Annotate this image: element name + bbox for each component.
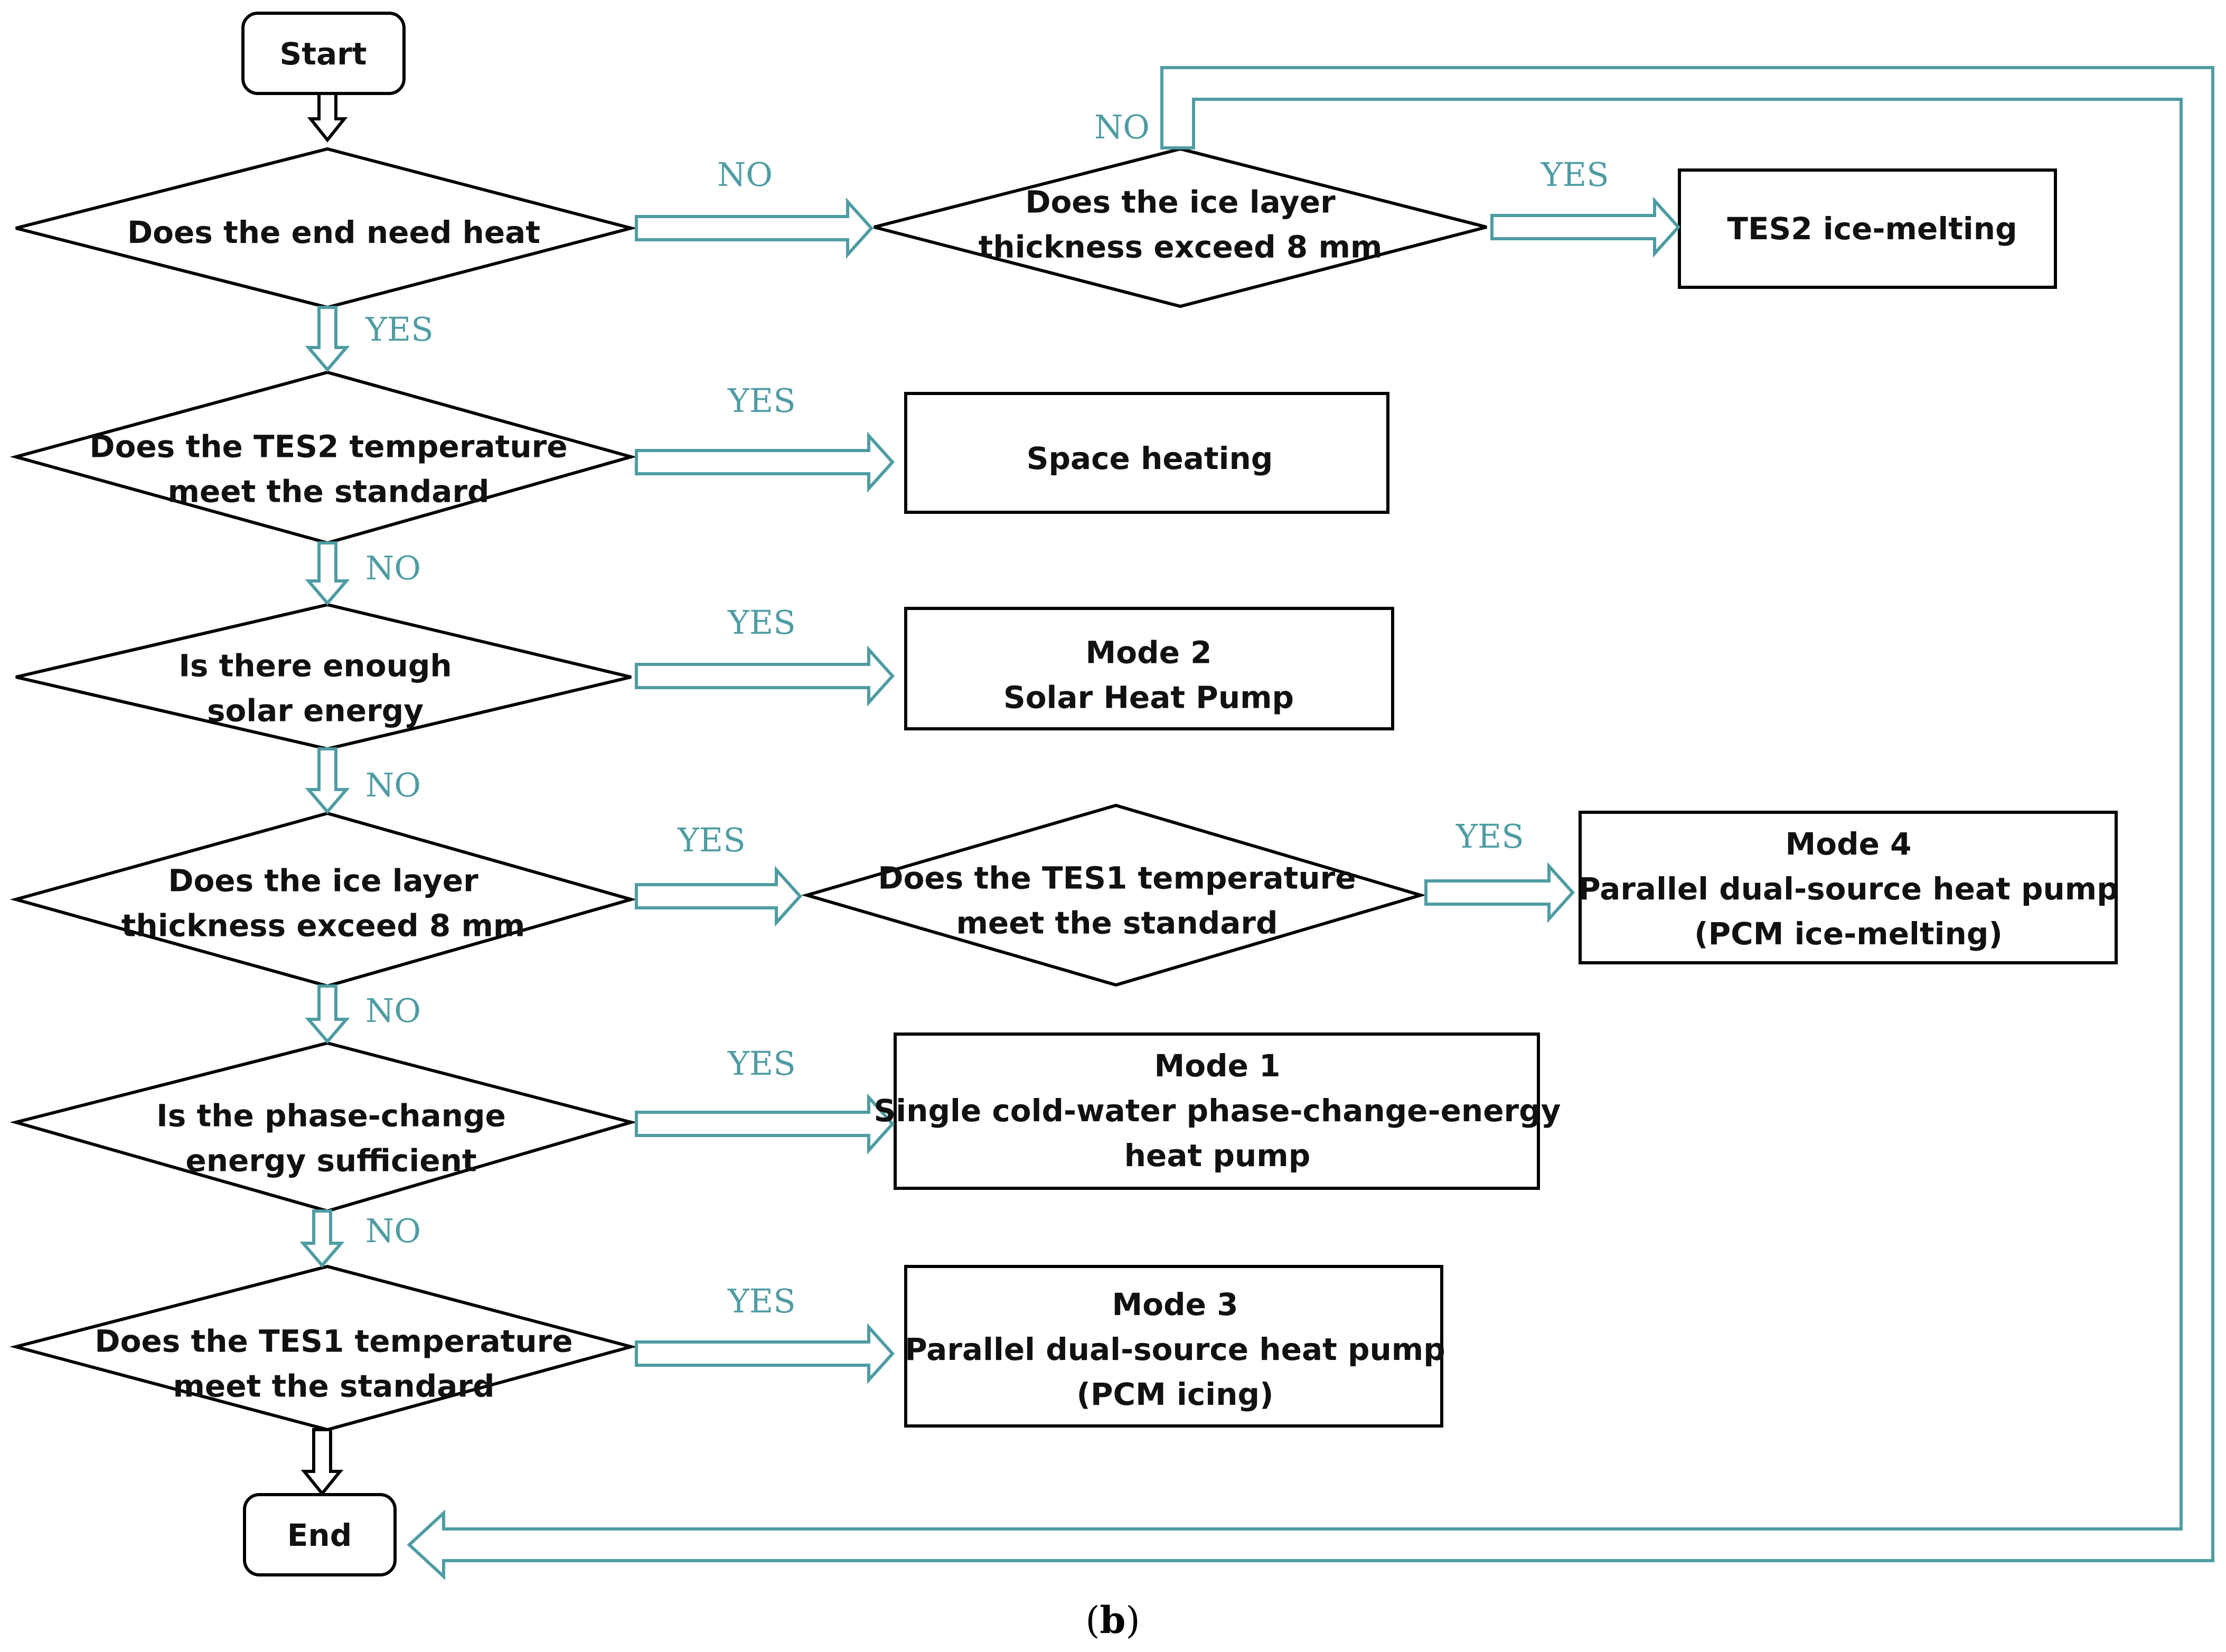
arrow-start-to-d1 [307,92,348,143]
d8-line-0: Does the TES1 temperature [878,860,1356,896]
arrow-d7-yes [1490,196,1681,258]
d2-line-1: meet the standard [167,474,489,510]
p_mode2-line-0: Mode 2 [1086,635,1212,671]
end-terminal [243,1493,397,1576]
p_mode4-text: Mode 4 Parallel dual-source heat pump (PCM… [1578,826,2119,952]
d3-text: Is there enough solar energy [179,648,452,729]
d5-line-1: energy sufficient [185,1143,476,1179]
process-tes2-ice-melting [1678,168,2057,289]
edge-label-d2-no: NO [365,549,421,587]
p_mode3-line-0: Mode 3 [1112,1287,1238,1322]
arrow-d3-to-d4 [305,747,350,814]
p_mode4-line-0: Mode 4 [1786,826,1912,862]
d2-text: Does the TES2 temperature meet the standa… [89,429,567,510]
edge-label-d7-no: NO [1094,108,1150,146]
arrow-d1-to-d2 [305,306,350,372]
arrow-d2-yes [635,431,895,493]
d3-line-1: solar energy [207,693,424,729]
d7-text: Does the ice layer thickness exceed 8 mm [979,184,1383,265]
d4-line-0: Does the ice layer [168,863,478,899]
decision-solar-energy [15,603,632,751]
caption-close: ) [1125,1599,1140,1642]
p_mode1-line-2: heat pump [1124,1138,1310,1174]
d7-line-1: thickness exceed 8 mm [979,229,1383,265]
arrow-d3-yes [635,645,895,707]
edge-label-d1-yes: YES [365,310,434,349]
edge-label-d3-yes: YES [727,603,796,642]
decision-phase-change-energy [10,1041,637,1213]
p_tes2-text: TES2 ice-melting [1727,211,2017,247]
figure-caption: (b) [1085,1598,1140,1642]
edge-label-d4-yes: YES [677,821,746,859]
caption-open: ( [1085,1599,1100,1642]
p_mode3-line-2: (PCM icing) [1077,1376,1274,1412]
decision-tes2-temperature [10,370,637,545]
d7-line-0: Does the ice layer [1025,184,1336,220]
arrow-d5-to-d6 [299,1209,345,1268]
d6-text: Does the TES1 temperature meet the standa… [95,1324,572,1404]
d3-line-0: Is there enough [179,648,452,684]
edge-label-d2-yes: YES [727,381,796,420]
process-space-heating [904,392,1389,514]
decision-ice-layer-top [874,147,1487,308]
caption-letter: b [1100,1598,1126,1642]
p_mode3-line-1: Parallel dual-source heat pump [905,1331,1445,1367]
d5-line-0: Is the phase-change [156,1098,506,1134]
decision-tes1-temperature-left [10,1264,637,1432]
end-line-0: End [287,1517,352,1553]
arrow-d6-to-end [300,1428,344,1496]
d2-line-0: Does the TES2 temperature [89,429,567,465]
d1-text: Does the end need heat [127,214,540,250]
d8-text: Does the TES1 temperature meet the standa… [878,860,1356,941]
decision-ice-layer-left [10,811,637,988]
process-mode3 [904,1265,1443,1428]
arrow-loop-to-end [407,66,2214,1580]
d4-line-1: thickness exceed 8 mm [121,908,525,944]
p_space-text: Space heating [1027,440,1273,476]
p_tes2-line-0: TES2 ice-melting [1727,211,2017,247]
arrow-d5-yes [635,1093,895,1154]
edge-label-d7-yes: YES [1541,155,1609,194]
p_space-line-0: Space heating [1027,440,1273,476]
edge-label-d5-no: NO [365,1212,421,1250]
decision-tes1-temperature-right [801,803,1426,987]
edge-label-d4-no: NO [365,991,421,1030]
decision-end-need-heat [15,147,637,309]
arrows-group [299,66,2214,1580]
p_mode2-text: Mode 2 Solar Heat Pump [1003,635,1294,716]
d1-line-0: Does the end need heat [127,214,540,250]
p_mode1-text: Mode 1 Single cold-water phase-change-ene… [874,1048,1561,1174]
arrow-d4-yes [635,866,803,927]
end-text: End [287,1517,352,1553]
arrow-d1-no [635,198,874,259]
edge-label-d6-yes: YES [727,1282,796,1320]
d6-line-0: Does the TES1 temperature [95,1324,572,1359]
arrow-d8-yes [1424,862,1575,923]
arrow-d4-to-d5 [305,984,350,1044]
edge-label-d8-yes: YES [1455,817,1524,856]
process-mode1 [894,1032,1540,1190]
p_mode4-line-1: Parallel dual-source heat pump [1578,871,2119,907]
edge-label-d1-no: NO [717,155,773,194]
process-mode2 [904,607,1394,730]
p_mode1-line-0: Mode 1 [1154,1048,1281,1084]
arrow-d6-yes [635,1323,895,1384]
p_mode2-line-1: Solar Heat Pump [1003,680,1294,716]
edge-label-d3-no: NO [365,766,421,804]
process-mode4 [1579,811,2118,964]
d6-line-1: meet the standard [173,1368,494,1404]
start-text: Start [280,36,367,72]
p_mode1-line-1: Single cold-water phase-change-energy [874,1093,1561,1129]
arrow-d2-to-d3 [305,541,350,606]
d5-text: Is the phase-change energy sufficient [156,1098,506,1179]
p_mode3-text: Mode 3 Parallel dual-source heat pump (PCM… [905,1287,1445,1412]
p_mode4-line-2: (PCM ice-melting) [1694,916,2003,952]
start-line-0: Start [280,36,367,72]
edge-label-d5-yes: YES [727,1044,796,1083]
d4-text: Does the ice layer thickness exceed 8 mm [121,863,525,944]
d8-line-1: meet the standard [956,905,1278,941]
